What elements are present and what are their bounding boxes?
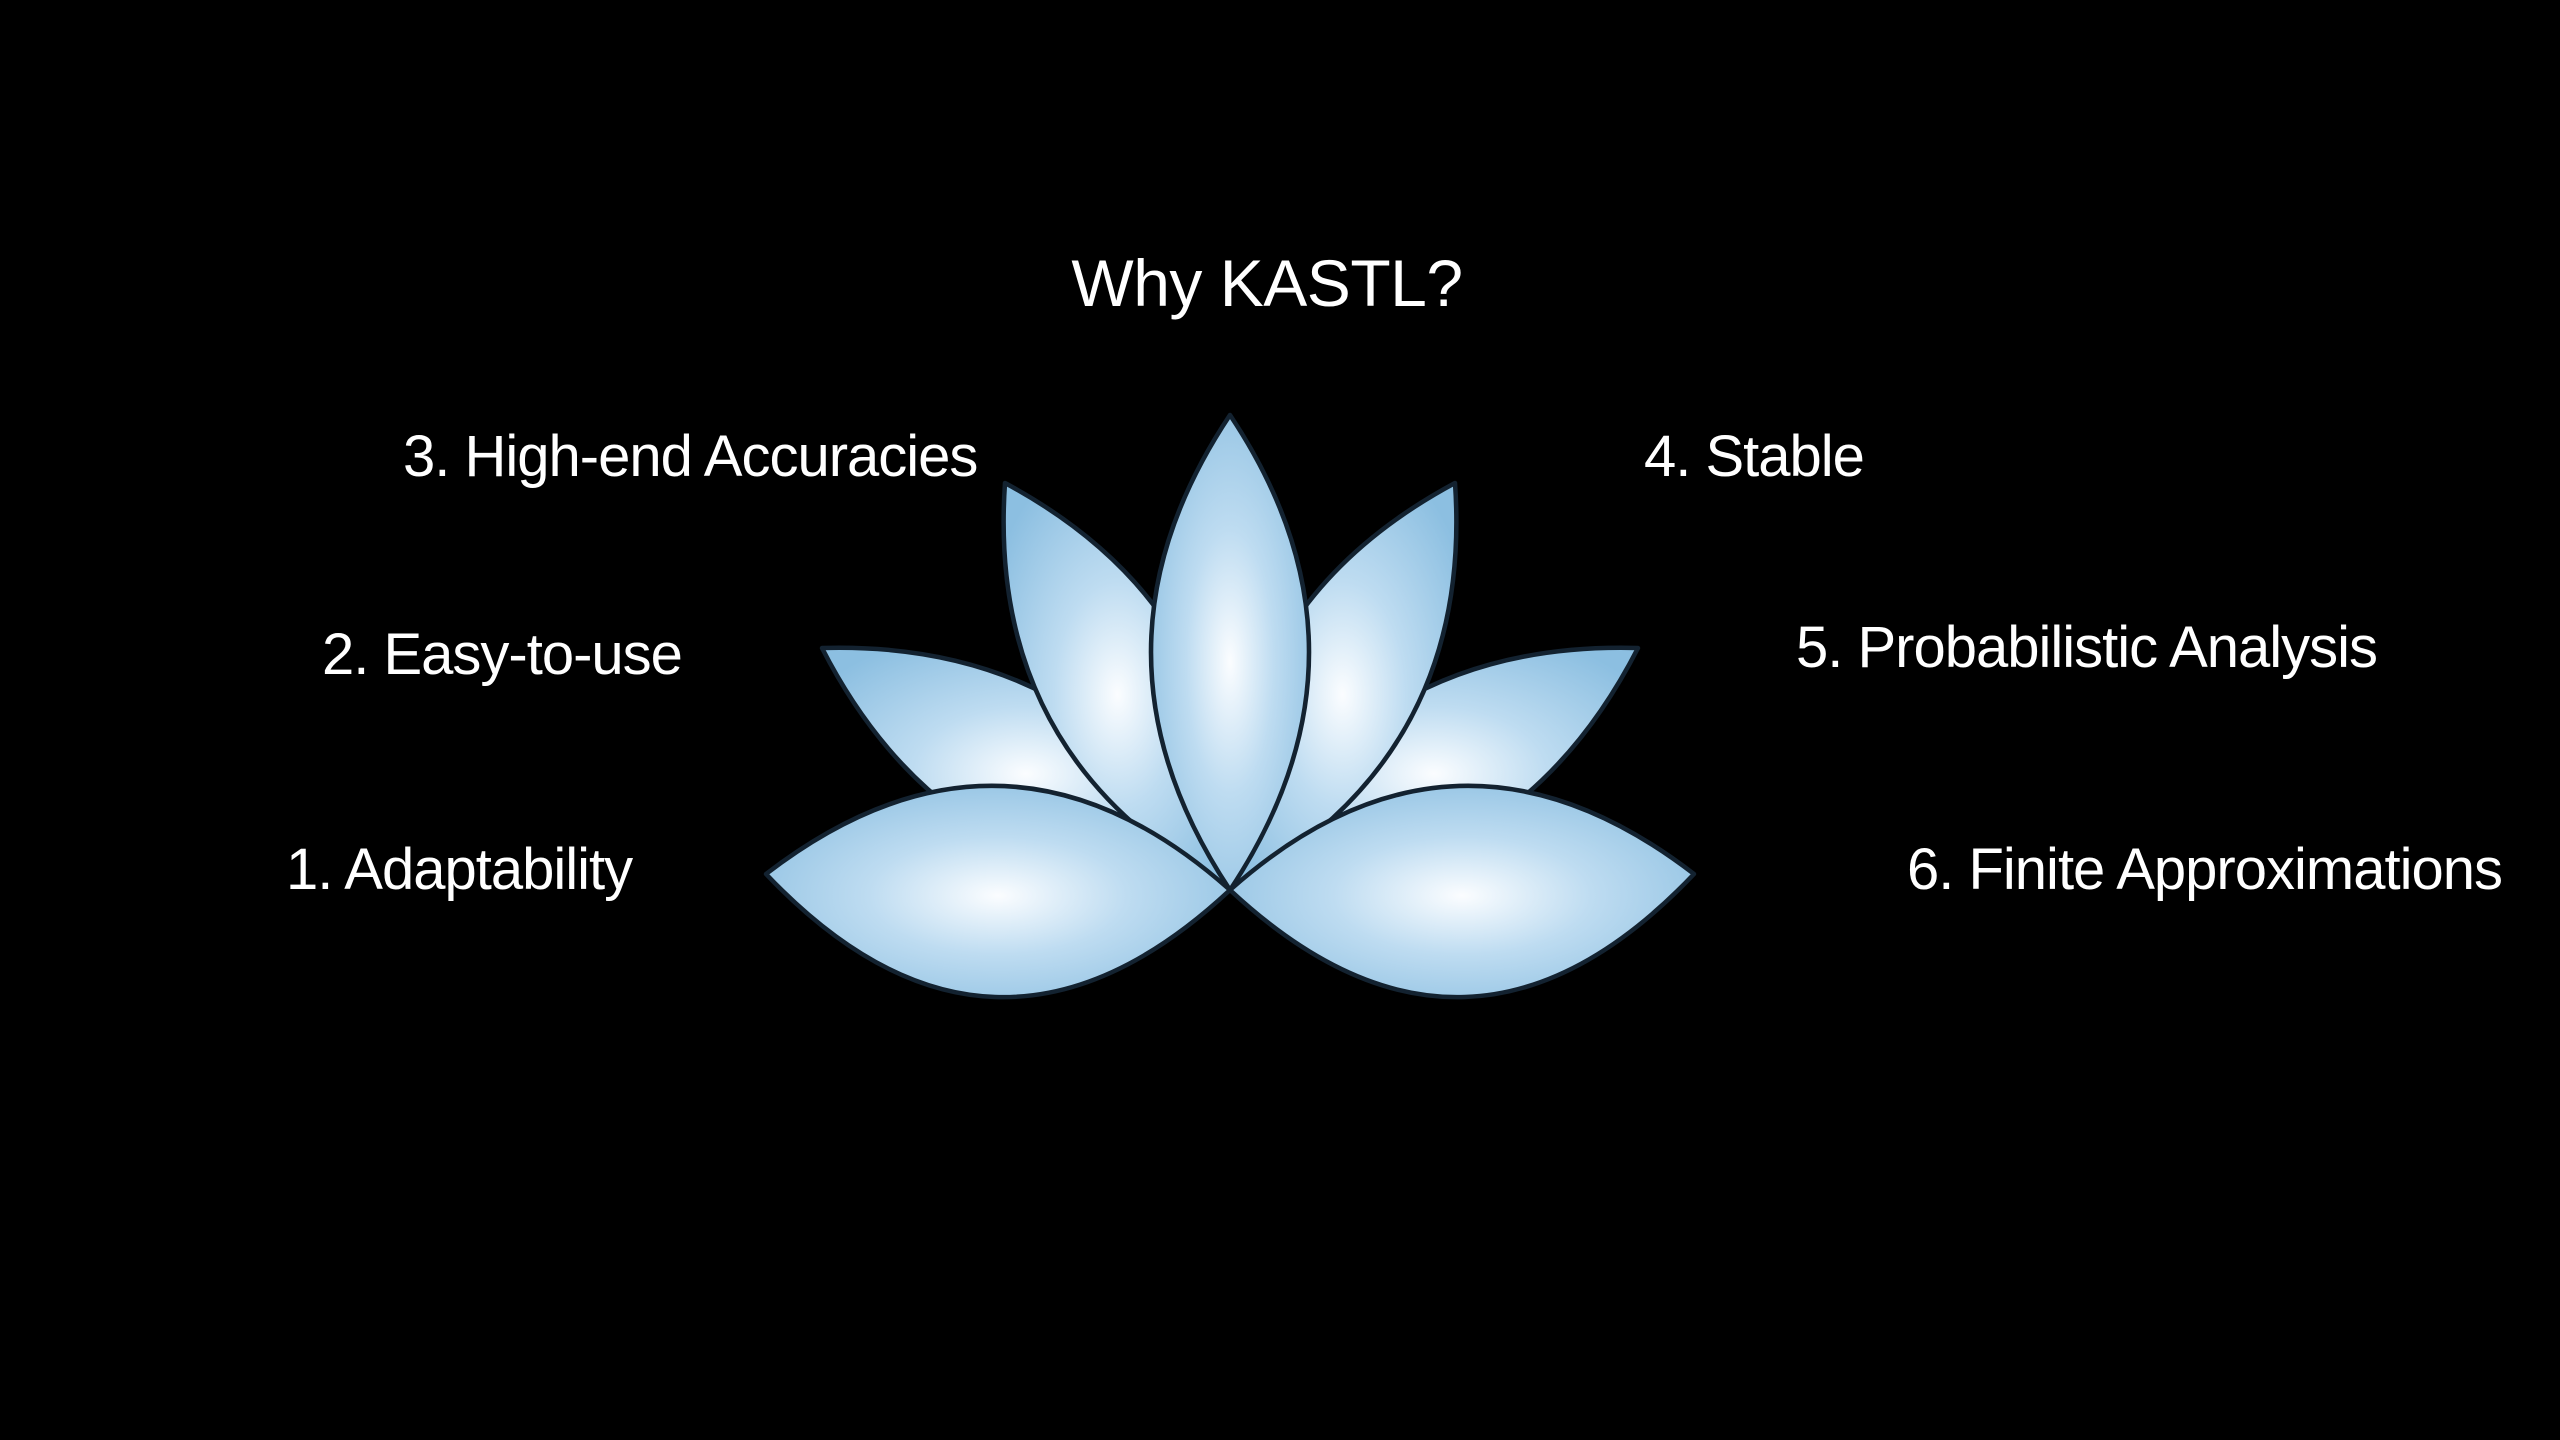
feature-label-finite-approximations: 6. Finite Approximations xyxy=(1907,837,2503,902)
lotus-petal-outer-right xyxy=(1227,783,1697,1000)
feature-label-high-end-accuracies: 3. High-end Accuracies xyxy=(403,424,978,489)
feature-label-easy-to-use: 2. Easy-to-use xyxy=(322,622,683,687)
feature-label-adaptability: 1. Adaptability xyxy=(286,837,633,902)
lotus-petals xyxy=(763,412,1697,1000)
slide-title: Why KASTL? xyxy=(1071,246,1463,320)
feature-label-stable: 4. Stable xyxy=(1644,424,1865,489)
feature-label-probabilistic-analysis: 5. Probabilistic Analysis xyxy=(1796,615,2378,680)
